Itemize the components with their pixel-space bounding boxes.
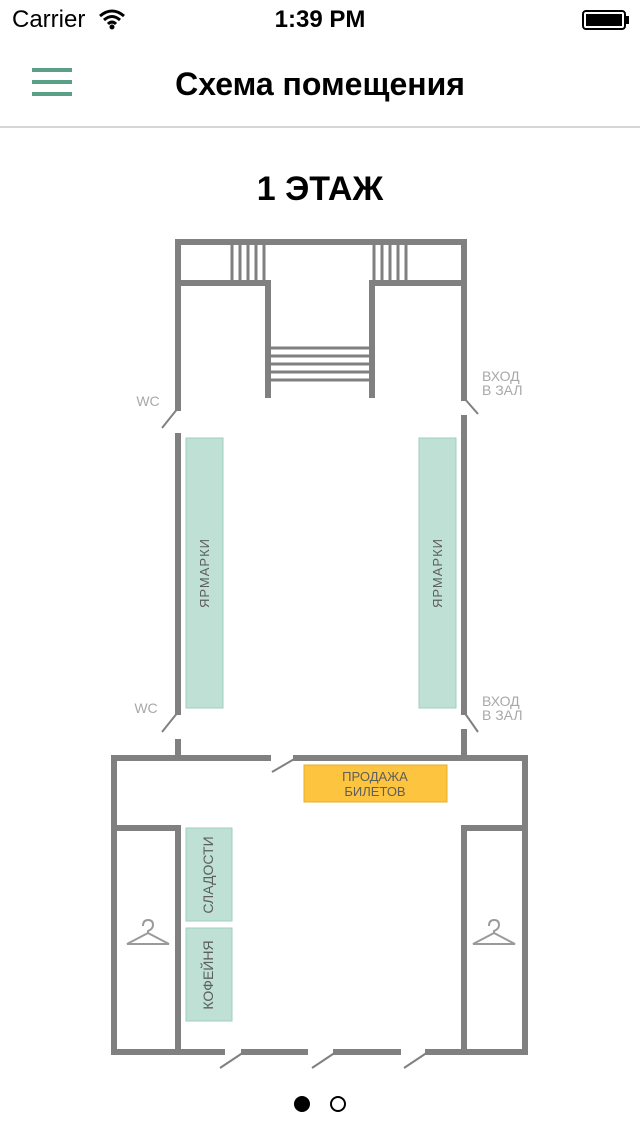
wc-label-top: WC xyxy=(136,393,159,409)
fair-zone-left[interactable] xyxy=(185,437,224,709)
coffee-label: КОФЕЙНЯ xyxy=(199,940,216,1009)
sweets-label: СЛАДОСТИ xyxy=(200,836,216,913)
hamburger-menu-icon[interactable] xyxy=(22,58,82,106)
walls xyxy=(111,239,528,1055)
hanger-icon xyxy=(126,918,170,945)
stairs-icon xyxy=(230,244,408,382)
clock: 1:39 PM xyxy=(274,6,366,33)
entrance-top-line1: ВХОД xyxy=(482,368,520,384)
fair-right-label: ЯРМАРКИ xyxy=(430,538,445,608)
tickets-label-line1: ПРОДАЖА xyxy=(342,769,408,784)
coffee-zone[interactable] xyxy=(185,927,233,1022)
page-indicator xyxy=(0,1096,640,1117)
fair-zone-right[interactable] xyxy=(418,437,457,709)
wc-label-bottom: WC xyxy=(134,700,157,716)
status-bar: Carrier 1:39 PM xyxy=(0,0,640,40)
entrance-bottom-line1: ВХОД xyxy=(482,693,520,709)
battery-icon xyxy=(582,10,629,30)
navigation-bar: Схема помещения xyxy=(0,40,640,128)
tickets-label-line2: БИЛЕТОВ xyxy=(344,784,405,799)
entrance-bottom-line2: В ЗАЛ xyxy=(482,707,523,723)
wifi-icon xyxy=(99,9,125,30)
page-dot-1[interactable] xyxy=(293,1096,310,1112)
floor-title: 1 ЭТАЖ xyxy=(256,170,384,208)
page-title: Схема помещения xyxy=(175,66,465,102)
doors xyxy=(161,397,479,1069)
hanger-icon xyxy=(472,918,516,945)
fair-left-label: ЯРМАРКИ xyxy=(197,538,212,608)
entrance-top-line2: В ЗАЛ xyxy=(482,382,523,398)
ticket-office-zone[interactable] xyxy=(303,764,448,803)
carrier-label: Carrier xyxy=(12,6,86,33)
sweets-zone[interactable] xyxy=(185,827,233,922)
page-dot-2[interactable] xyxy=(330,1096,347,1112)
